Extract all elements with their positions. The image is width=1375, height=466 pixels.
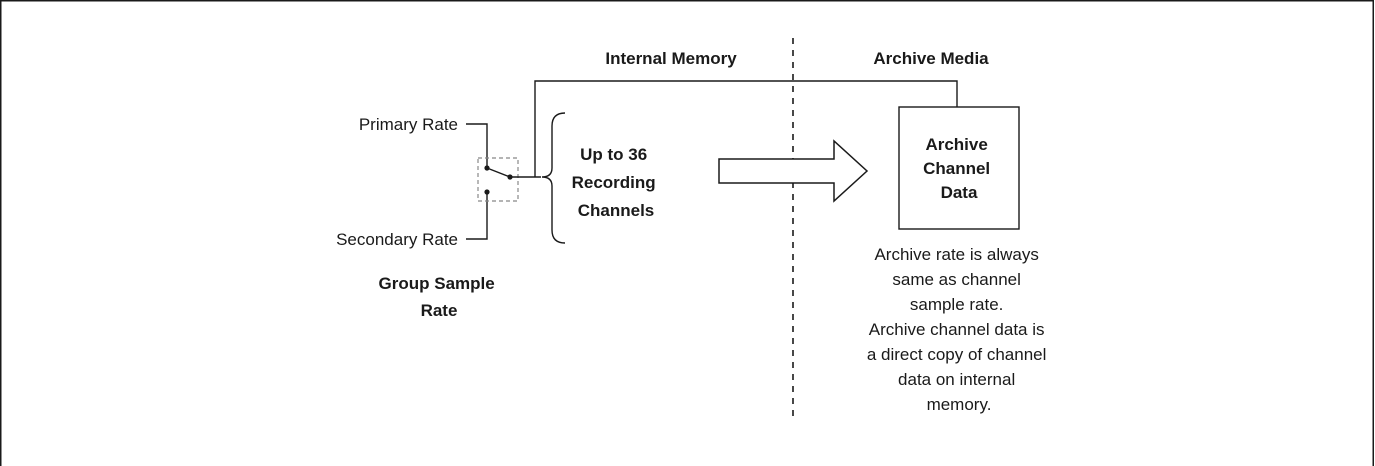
internal-memory-heading: Internal Memory — [605, 49, 737, 68]
archive-note-line-2: same as channel — [892, 270, 1021, 289]
archive-note-line-6: data on internal — [898, 370, 1015, 389]
recording-channels-label: Up to 36 Recording Channels — [572, 145, 661, 220]
archive-channel-data-label: Archive Channel Data — [923, 135, 995, 202]
channels-brace — [541, 112, 566, 244]
archive-media-heading: Archive Media — [873, 49, 989, 68]
archive-channel-data-box — [898, 106, 1020, 230]
group-sample-rate-line-2: Rate — [421, 301, 458, 320]
switch-housing — [477, 157, 519, 202]
primary-rate-lead — [466, 123, 488, 168]
archive-feedback-line — [534, 80, 958, 177]
archive-note: Archive rate is always same as channel s… — [867, 245, 1051, 414]
archive-note-line-5: a direct copy of channel — [867, 345, 1047, 364]
secondary-rate-label: Secondary Rate — [336, 230, 458, 249]
archive-note-line-4: Archive channel data is — [869, 320, 1045, 339]
recording-channels-line-3: Channels — [578, 201, 655, 220]
archive-box-line-2: Channel — [923, 159, 990, 178]
archive-note-line-1: Archive rate is always — [874, 245, 1038, 264]
recording-channels-line-1: Up to 36 — [580, 145, 647, 164]
primary-rate-label: Primary Rate — [359, 115, 458, 134]
rate-selector-switch — [477, 157, 519, 202]
copy-flow-arrow — [718, 139, 869, 203]
archive-note-line-7: memory. — [927, 395, 992, 414]
group-sample-rate-caption: Group Sample Rate — [379, 274, 500, 320]
secondary-rate-lead — [466, 192, 488, 240]
archive-note-line-3: sample rate. — [910, 295, 1004, 314]
archive-box-line-3: Data — [941, 183, 978, 202]
group-sample-rate-line-1: Group Sample — [379, 274, 495, 293]
switch-blade — [486, 167, 511, 178]
recording-channels-line-2: Recording — [572, 173, 656, 192]
switch-secondary-contact — [484, 189, 490, 195]
archive-box-line-1: Archive — [925, 135, 987, 154]
